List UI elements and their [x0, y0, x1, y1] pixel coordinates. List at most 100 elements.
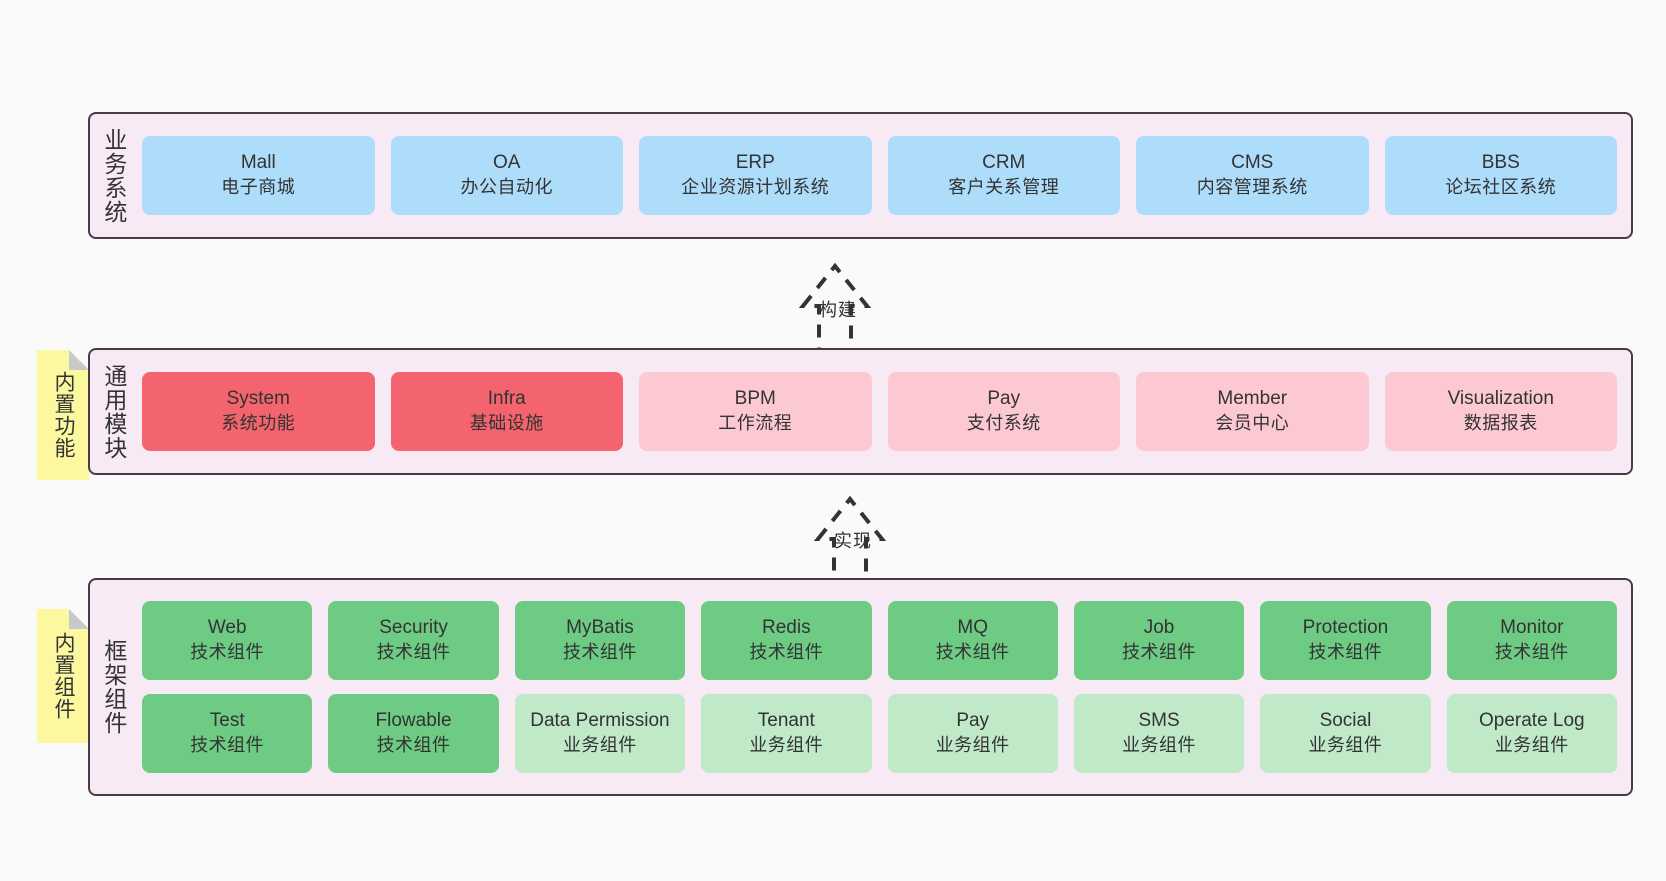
card-subtitle: 技术组件 [1122, 642, 1197, 663]
card-title: BBS [1481, 152, 1520, 174]
sticky-note-label: 内置功能 [51, 371, 75, 459]
layer-framework-components: 框架组件 Web 技术组件 Security 技术组件 MyBatis 技术组件… [88, 578, 1633, 796]
card-row: Web 技术组件 Security 技术组件 MyBatis 技术组件 Redi… [142, 601, 1617, 680]
card-subtitle: 会员中心 [1215, 413, 1290, 434]
card-title: Security [379, 617, 448, 639]
card-subtitle: 客户关系管理 [948, 177, 1060, 198]
card-title: MQ [957, 617, 988, 639]
card-title: Mall [240, 152, 276, 174]
card-system[interactable]: System 系统功能 [142, 372, 375, 451]
layer-title-framework-components: 框架组件 [100, 639, 127, 735]
card-title: Flowable [375, 710, 452, 732]
card-title: CMS [1231, 152, 1274, 174]
card-subtitle: 数据报表 [1463, 413, 1538, 434]
dashed-up-arrow-icon [798, 262, 872, 352]
layer-body-framework-components: Web 技术组件 Security 技术组件 MyBatis 技术组件 Redi… [136, 580, 1631, 794]
card-title: Web [207, 617, 247, 639]
card-title: Tenant [757, 710, 815, 732]
card-subtitle: 业务组件 [1494, 735, 1569, 756]
layer-common-modules: 通用模块 System 系统功能 Infra 基础设施 BPM 工作流程 Pay… [88, 348, 1633, 475]
card-monitor[interactable]: Monitor 技术组件 [1446, 601, 1617, 680]
card-bbs[interactable]: BBS 论坛社区系统 [1384, 136, 1617, 215]
card-title: Protection [1302, 617, 1389, 639]
sticky-note-label: 内置组件 [51, 632, 75, 720]
card-pay-component[interactable]: Pay 业务组件 [887, 694, 1058, 773]
card-title: Infra [487, 388, 526, 410]
card-row: System 系统功能 Infra 基础设施 BPM 工作流程 Pay 支付系统… [142, 372, 1617, 451]
card-subtitle: 技术组件 [376, 735, 451, 756]
card-subtitle: 业务组件 [562, 735, 637, 756]
sticky-note-built-in-functions: 内置功能 [37, 350, 89, 480]
card-bpm[interactable]: BPM 工作流程 [639, 372, 872, 451]
card-erp[interactable]: ERP 企业资源计划系统 [639, 136, 872, 215]
card-subtitle: 电子商城 [221, 177, 296, 198]
card-subtitle: 内容管理系统 [1196, 177, 1308, 198]
card-title: MyBatis [566, 617, 634, 639]
card-subtitle: 工作流程 [718, 413, 793, 434]
card-job[interactable]: Job 技术组件 [1073, 601, 1245, 680]
card-title: Pay [987, 388, 1021, 410]
card-subtitle: 办公自动化 [460, 177, 553, 198]
sticky-note-built-in-components: 内置组件 [37, 609, 89, 743]
card-security[interactable]: Security 技术组件 [328, 601, 499, 680]
card-member[interactable]: Member 会员中心 [1136, 372, 1369, 451]
card-title: BPM [734, 388, 776, 410]
card-subtitle: 技术组件 [1308, 642, 1383, 663]
card-protection[interactable]: Protection 技术组件 [1260, 601, 1431, 680]
card-data-permission[interactable]: Data Permission 业务组件 [514, 694, 686, 773]
dashed-up-arrow-icon [813, 495, 887, 585]
card-title: Data Permission [530, 710, 670, 732]
layer-title-common-modules: 通用模块 [100, 363, 127, 460]
card-web[interactable]: Web 技术组件 [142, 601, 313, 680]
card-title: Monitor [1500, 617, 1564, 639]
card-title: Pay [956, 710, 990, 732]
card-mybatis[interactable]: MyBatis 技术组件 [514, 601, 686, 680]
card-crm[interactable]: CRM 客户关系管理 [887, 136, 1120, 215]
card-row: Test 技术组件 Flowable 技术组件 Data Permission … [142, 694, 1617, 773]
card-subtitle: 业务组件 [749, 735, 824, 756]
card-oa[interactable]: OA 办公自动化 [390, 136, 623, 215]
card-row: Mall 电子商城 OA 办公自动化 ERP 企业资源计划系统 CRM 客户关系… [142, 136, 1617, 215]
card-mall[interactable]: Mall 电子商城 [142, 136, 375, 215]
card-title: CRM [982, 152, 1026, 174]
card-pay-module[interactable]: Pay 支付系统 [887, 372, 1120, 451]
card-title: System [226, 388, 290, 410]
card-visualization[interactable]: Visualization 数据报表 [1384, 372, 1617, 451]
card-subtitle: 技术组件 [1494, 642, 1569, 663]
card-subtitle: 企业资源计划系统 [681, 177, 830, 198]
card-social[interactable]: Social 业务组件 [1260, 694, 1431, 773]
arrow-label: 实现 [834, 531, 872, 551]
card-redis[interactable]: Redis 技术组件 [701, 601, 872, 680]
card-mq[interactable]: MQ 技术组件 [887, 601, 1058, 680]
card-subtitle: 论坛社区系统 [1445, 177, 1557, 198]
card-subtitle: 技术组件 [935, 642, 1010, 663]
card-title: Job [1143, 617, 1175, 639]
layer-business-systems: 业务系统 Mall 电子商城 OA 办公自动化 ERP 企业资源计划系统 CRM… [88, 112, 1633, 239]
arrow-label: 构建 [819, 300, 857, 320]
card-subtitle: 技术组件 [190, 735, 265, 756]
card-title: SMS [1138, 710, 1180, 732]
card-title: OA [493, 152, 521, 174]
arrow-build: 构建 [745, 250, 925, 360]
card-sms[interactable]: SMS 业务组件 [1073, 694, 1245, 773]
card-tenant[interactable]: Tenant 业务组件 [701, 694, 872, 773]
card-title: Member [1217, 388, 1288, 410]
card-title: Visualization [1447, 388, 1554, 410]
card-subtitle: 技术组件 [376, 642, 451, 663]
card-infra[interactable]: Infra 基础设施 [390, 372, 623, 451]
card-operate-log[interactable]: Operate Log 业务组件 [1446, 694, 1617, 773]
card-subtitle: 系统功能 [221, 413, 296, 434]
card-subtitle: 业务组件 [1308, 735, 1383, 756]
arrow-implement: 实现 [760, 483, 940, 593]
card-subtitle: 基础设施 [469, 413, 544, 434]
card-test[interactable]: Test 技术组件 [142, 694, 313, 773]
card-title: Operate Log [1478, 710, 1585, 732]
layer-body-business-systems: Mall 电子商城 OA 办公自动化 ERP 企业资源计划系统 CRM 客户关系… [136, 114, 1631, 237]
card-subtitle: 技术组件 [562, 642, 637, 663]
card-cms[interactable]: CMS 内容管理系统 [1136, 136, 1369, 215]
card-subtitle: 业务组件 [1122, 735, 1197, 756]
card-title: Social [1319, 710, 1372, 732]
card-subtitle: 技术组件 [190, 642, 265, 663]
card-title: ERP [735, 152, 775, 174]
card-flowable[interactable]: Flowable 技术组件 [328, 694, 499, 773]
